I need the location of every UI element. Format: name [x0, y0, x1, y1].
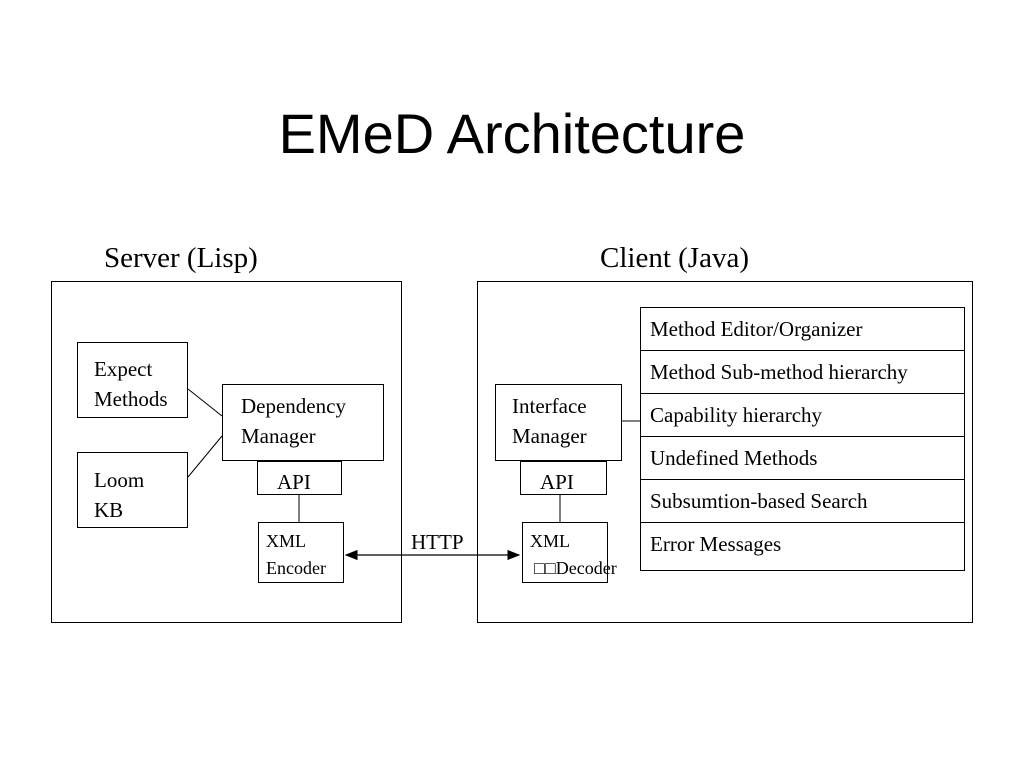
- xml-decoder-line2: □□Decoder: [534, 558, 617, 578]
- xml-encoder-box: [258, 522, 344, 583]
- xml-encoder-line1: XML: [266, 531, 306, 551]
- component-subsumption-search: Subsumtion-based Search: [640, 479, 965, 523]
- xml-decoder-box: [522, 522, 608, 583]
- interface-manager-line1: Interface: [512, 394, 587, 418]
- dependency-manager-box: [222, 384, 384, 461]
- client-api-box: [520, 461, 607, 495]
- client-api-label: API: [540, 470, 574, 494]
- component-method-hierarchy: Method Sub-method hierarchy: [640, 350, 965, 394]
- slide-title: EMeD Architecture: [278, 102, 746, 165]
- component-undefined-methods: Undefined Methods: [640, 436, 965, 480]
- server-api-box: [257, 461, 342, 495]
- server-heading: Server (Lisp): [104, 242, 258, 274]
- interface-manager-line2: Manager: [512, 424, 587, 448]
- loom-kb-line1: Loom: [94, 468, 145, 492]
- dependency-manager-line2: Manager: [241, 424, 316, 448]
- xml-decoder-line1: XML: [530, 531, 570, 551]
- loom-kb-box: [77, 452, 188, 528]
- interface-manager-box: [495, 384, 622, 461]
- server-api-label: API: [277, 470, 311, 494]
- xml-encoder-line2: Encoder: [266, 558, 326, 578]
- http-label: HTTP: [411, 530, 464, 554]
- component-method-editor: Method Editor/Organizer: [640, 307, 965, 351]
- dependency-manager-line1: Dependency: [241, 394, 346, 418]
- client-heading: Client (Java): [600, 242, 749, 274]
- expect-methods-box: [77, 342, 188, 418]
- component-error-messages: Error Messages: [640, 522, 965, 571]
- component-capability-hierarchy: Capability hierarchy: [640, 393, 965, 437]
- expect-methods-line2: Methods: [94, 387, 168, 411]
- loom-kb-line2: KB: [94, 498, 124, 522]
- expect-methods-line1: Expect: [94, 357, 153, 381]
